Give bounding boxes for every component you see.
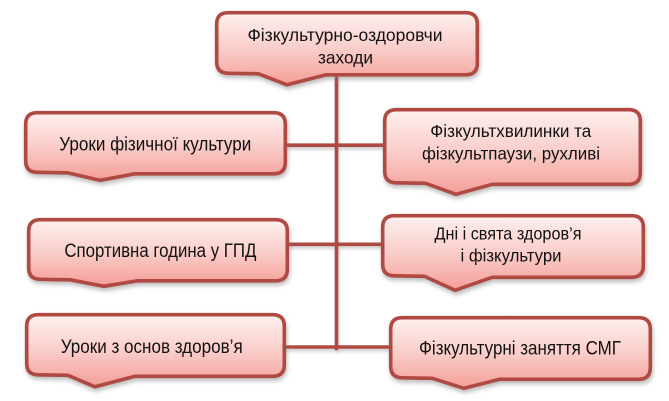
svg-text:Фізкультхвилинки та: Фізкультхвилинки та (430, 121, 591, 141)
svg-text:Фізкультурно-оздоровчи: Фізкультурно-оздоровчи (248, 25, 443, 45)
svg-text:Уроки з основ здоров’я: Уроки з основ здоров’я (61, 337, 243, 358)
svg-text:Уроки фізичної культури: Уроки фізичної культури (59, 135, 251, 156)
svg-text:Фізкультурні заняття СМГ: Фізкультурні заняття СМГ (419, 339, 621, 360)
svg-text:фізкультпаузи, рухливі: фізкультпаузи, рухливі (422, 144, 600, 164)
svg-text:заходи: заходи (318, 47, 373, 67)
svg-text:Спортивна година у ГПД: Спортивна година у ГПД (64, 241, 256, 262)
svg-text:і фізкультури: і фізкультури (461, 246, 562, 266)
svg-text:Дні і свята здоров’я: Дні і свята здоров’я (435, 224, 582, 244)
